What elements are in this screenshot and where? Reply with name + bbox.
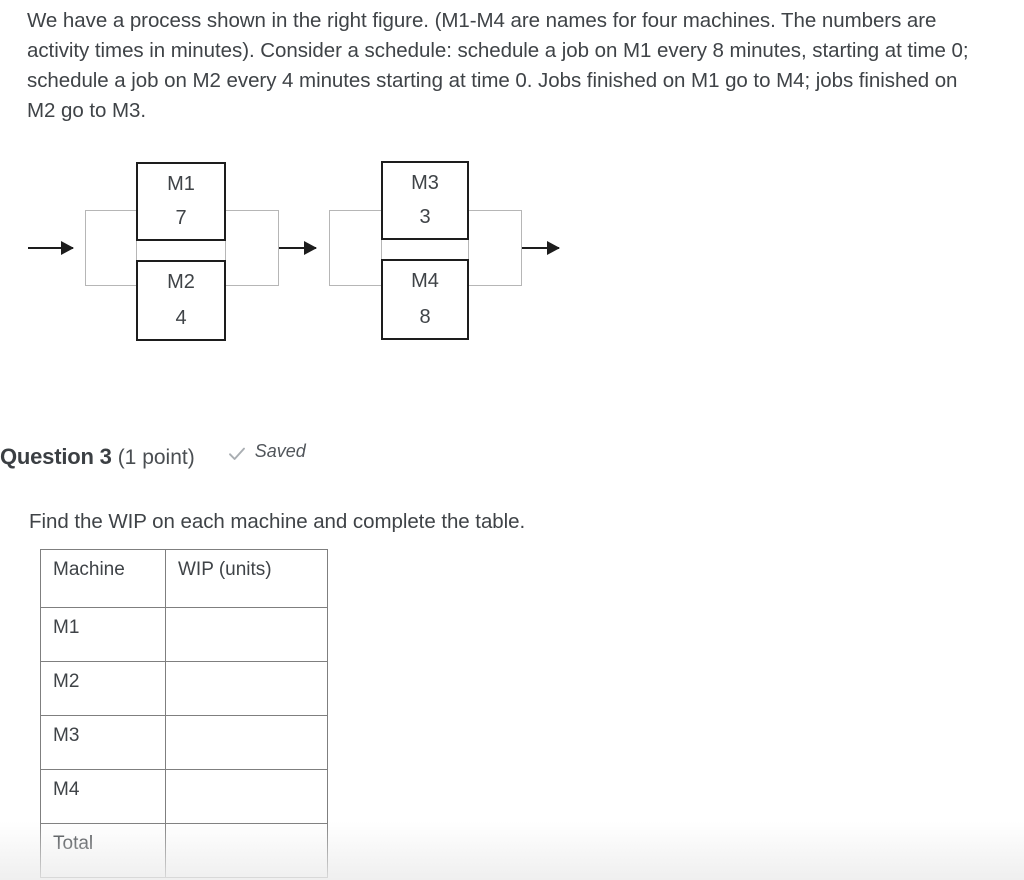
table-cell-wip-input[interactable]: [165, 661, 328, 716]
machine-name-m2: M2: [167, 271, 195, 293]
table-cell-machine: M4: [40, 769, 166, 824]
output-arrow-icon: [522, 247, 559, 250]
machine-time-m3: 3: [419, 206, 431, 228]
machine-time-m4: 8: [419, 306, 431, 328]
wip-table: Machine WIP (units) M1 M2 M3 M4 Total: [40, 549, 328, 878]
machine-time-m1: 7: [175, 207, 187, 229]
machine-box-m4: M4 8: [381, 259, 469, 340]
machine-box-m2: M2 4: [136, 260, 226, 341]
table-row: M4: [40, 769, 328, 824]
table-row-total: Total: [40, 823, 328, 878]
table-header-machine: Machine: [40, 549, 166, 608]
table-cell-wip-input[interactable]: [165, 715, 328, 770]
right-merge-connector: [468, 210, 522, 286]
save-status-label: Saved: [254, 441, 306, 461]
machine-box-m3: M3 3: [381, 161, 469, 240]
table-header-row: Machine WIP (units): [40, 549, 328, 608]
machine-name-m4: M4: [411, 270, 439, 292]
question-prompt-text: We have a process shown in the right fig…: [27, 9, 969, 122]
table-header-wip: WIP (units): [165, 549, 328, 608]
table-cell-wip-input[interactable]: [165, 607, 328, 662]
machine-box-m1: M1 7: [136, 162, 226, 241]
middle-arrow-icon: [279, 247, 316, 250]
machine-name-m1: M1: [167, 173, 195, 195]
process-flow-diagram: M1 7 M2 4 M3 3 M4 8: [0, 148, 620, 353]
table-row: M2: [40, 661, 328, 716]
table-cell-wip-total-input[interactable]: [165, 823, 328, 878]
left-merge-connector: [225, 210, 279, 286]
left-split-connector: [85, 210, 137, 286]
table-cell-machine-total: Total: [40, 823, 166, 878]
input-arrow-icon: [28, 247, 73, 250]
right-split-connector: [329, 210, 382, 286]
instruction-text: Find the WIP on each machine and complet…: [29, 510, 526, 533]
question-title: Question 3: [0, 443, 112, 469]
machine-name-m3: M3: [411, 172, 439, 194]
question-points: (1 point): [117, 445, 195, 469]
save-status: Saved: [228, 441, 306, 462]
table-cell-machine: M2: [40, 661, 166, 716]
question-header: Question 3 (1 point) Saved: [0, 441, 306, 470]
table-cell-machine: M3: [40, 715, 166, 770]
machine-time-m2: 4: [175, 307, 187, 329]
check-icon: [228, 443, 246, 461]
table-row: M1: [40, 607, 328, 662]
table-cell-machine: M1: [40, 607, 166, 662]
table-cell-wip-input[interactable]: [165, 769, 328, 824]
table-row: M3: [40, 715, 328, 770]
